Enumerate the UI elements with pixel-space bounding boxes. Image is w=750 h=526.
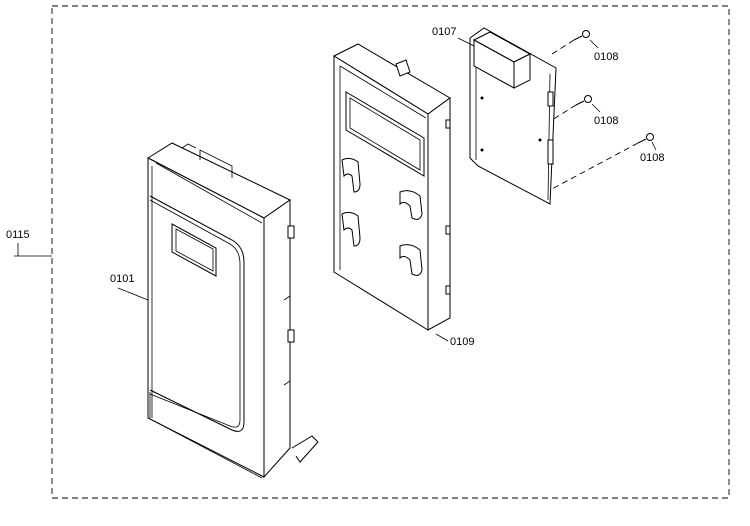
leader-0108-bottom [651,141,657,151]
leader-0108-middle [591,103,601,113]
label-0107: 0107 [432,26,456,38]
screw-middle [551,95,592,121]
leader-0108-top [589,39,599,49]
screw-top [551,30,590,55]
label-0108-top: 0108 [594,51,618,63]
label-0115: 0115 [6,229,30,241]
front-control-panel [146,142,319,479]
leader-0109 [435,333,449,342]
leader-0107 [457,37,475,47]
label-0109: 0109 [450,336,474,348]
mounting-frame [332,43,451,331]
leader-0101 [117,287,149,301]
label-0101: 0101 [110,273,134,285]
label-0108-bottom: 0108 [640,152,664,164]
label-0108-middle: 0108 [594,115,618,127]
assembly-boundary [14,5,730,499]
screw-bottom [549,133,654,191]
display-module [472,31,532,89]
